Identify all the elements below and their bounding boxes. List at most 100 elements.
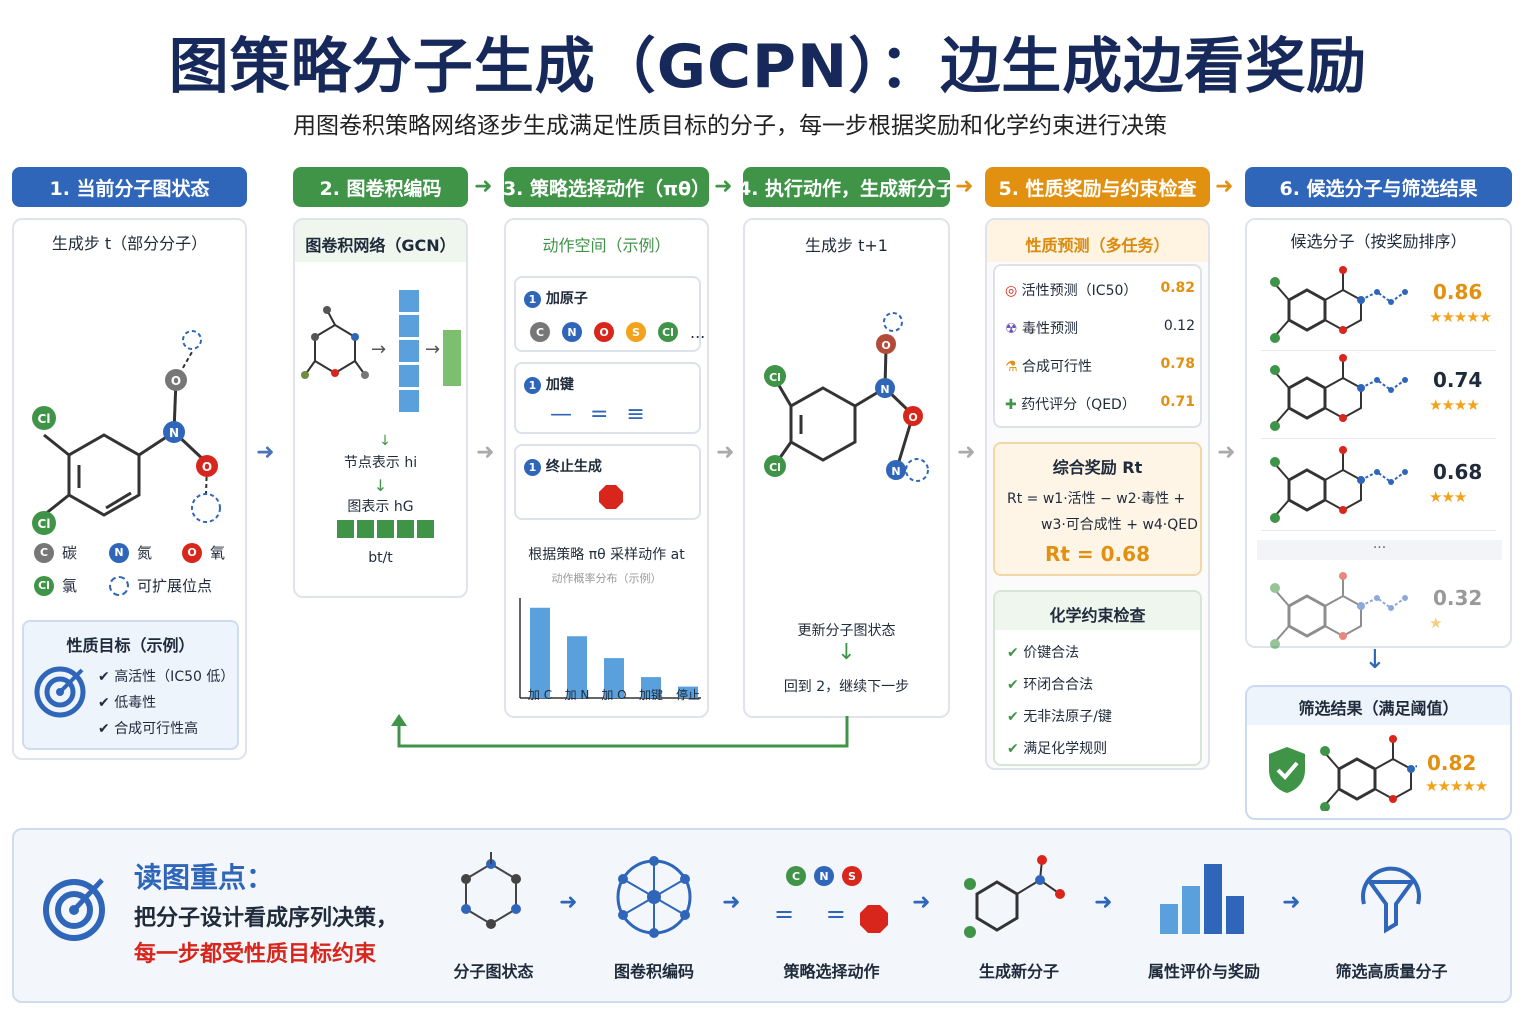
candidate-score: 0.68 [1433, 460, 1483, 484]
goal-box: 性质目标（示例） ✔ 高活性（IC50 低） ✔ 低毒性 ✔ 合成可行性高 [22, 620, 239, 750]
molecule-thumbnail [1320, 735, 1417, 811]
action-caption: 动作空间（示例） [542, 236, 671, 255]
arrow-icon: ➜ [476, 440, 495, 465]
check-icon: ✔ [1007, 741, 1019, 757]
graph-vector [337, 520, 434, 538]
candidates-panel: 候选分子（按奖励排序） 0.86★★★★★0.74★★★★0.68★★★0.32… [1245, 218, 1512, 649]
arrow-down-icon: ↓ [373, 476, 388, 495]
candidate-row: 0.32 ★ [1257, 568, 1502, 652]
bar-label: 加 N [564, 688, 590, 702]
molecule-thumbnail [1270, 266, 1408, 343]
action-probability-chart [519, 598, 701, 699]
arrow-icon: ➜ [955, 174, 974, 199]
molecule-thumbnail [1270, 354, 1408, 431]
step-4-header: 4. 执行动作，生成新分子 [738, 167, 955, 207]
constraint-box: 化学约束检查 ✔ 价键合法 ✔ 环闭合合法 ✔ 无非法原子/键 ✔ 满足化学规则 [993, 590, 1202, 766]
summary-item: 策略选择动作 [783, 962, 880, 981]
arrow-icon: ➜ [1217, 440, 1236, 465]
add-bond-box: 1 加键 —=≡ [514, 362, 701, 434]
arrow-icon: ➜ [1094, 890, 1113, 915]
candidate-score: 0.32 [1433, 586, 1483, 610]
candidate-stars: ★ [1429, 614, 1442, 632]
filter-panel: 筛选结果（满足阈值） 0.82 ★★★★★ [1245, 685, 1512, 820]
update-label: 更新分子图状态 [797, 623, 896, 639]
reward-value: Rt = 0.68 [1045, 542, 1150, 566]
step-1-header: 1. 当前分子图状态 [12, 167, 247, 207]
stop-icon [599, 485, 623, 509]
step-2-header: 2. 图卷积编码 [293, 167, 468, 207]
goal-item: ✔ 合成可行性高 [98, 721, 199, 737]
bond-types-icon: —=≡ [550, 402, 663, 427]
reward-title: 综合奖励 Rt [1052, 458, 1143, 477]
shield-check-icon [1269, 747, 1305, 793]
svg-text:N: N [169, 426, 179, 440]
filter-score: 0.82 [1427, 751, 1477, 775]
candidate-stars: ★★★ [1429, 488, 1467, 506]
arrow-icon: ➜ [957, 440, 976, 465]
molecule-graph-icon [461, 852, 521, 929]
svg-text:O: O [171, 374, 181, 388]
prediction-title: 性质预测（多任务） [1025, 236, 1170, 255]
candidate-stars: ★★★★ [1429, 396, 1480, 414]
step-3-header: 3. 策略选择动作（πθ） [503, 167, 710, 207]
svg-text:O: O [908, 411, 917, 424]
bar-label: 加 O [601, 688, 627, 702]
target-icon [34, 666, 86, 718]
summary-heading: 读图重点： [134, 861, 275, 894]
dist-label: 动作概率分布（示例） [551, 572, 662, 585]
page-subtitle: 用图卷积策略网络逐步生成满足性质目标的分子，每一步根据奖励和化学约束进行决策 [293, 113, 1167, 139]
svg-text:O: O [202, 460, 212, 474]
feedback-loop-arrow [391, 714, 849, 748]
candidate-row: 0.74★★★★ [1257, 350, 1502, 434]
constraint-item: ✔ 价键合法 [1007, 645, 1080, 661]
summary-panel: 读图重点： 把分子设计看成序列决策， 每一步都受性质目标约束 分子图状态 ➜ 图… [12, 828, 1512, 1003]
network-icon [616, 856, 692, 938]
molecule-thumbnail [1270, 572, 1408, 649]
svg-text:Cl: Cl [769, 461, 781, 474]
prediction-row: ◎ 活性预测（IC50）0.82 [1005, 280, 1195, 299]
svg-text:↓: ↓ [379, 433, 391, 449]
gcn-panel: 图卷积网络（GCN） → → ↓ 节点表示 hi ↓ 图表示 hG bt/t [293, 218, 468, 598]
arrow-icon: ➜ [716, 440, 735, 465]
graph-representation: 图表示 hG [347, 499, 414, 515]
filter-stars: ★★★★★ [1425, 777, 1488, 795]
node-representation: 节点表示 hi [343, 455, 418, 471]
target-icon [43, 878, 105, 941]
svg-text:Cl: Cl [38, 517, 51, 531]
constraint-title: 化学约束检查 [1049, 606, 1146, 625]
step-5-header: 5. 性质奖励与约束检查 [985, 167, 1210, 207]
arrow-icon: ➜ [912, 890, 931, 915]
toxicity-icon: ☢ [1005, 321, 1018, 337]
divider [1261, 350, 1496, 351]
arrow-icon: ➜ [474, 174, 493, 199]
divider [1261, 438, 1496, 439]
constraint-item: ✔ 满足化学规则 [1007, 741, 1108, 757]
check-icon: ✔ [1007, 709, 1019, 725]
step-6-header: 6. 候选分子与筛选结果 [1245, 167, 1512, 207]
divider [1261, 530, 1496, 531]
reward-formula: Rt = w1·活性 − w2·毒性 + [1007, 491, 1186, 507]
summary-line2: 每一步都受性质目标约束 [134, 942, 377, 967]
bar-label: 加 C [527, 688, 553, 702]
svg-text:N: N [880, 383, 889, 396]
candidate-stars: ★★★★★ [1429, 308, 1492, 326]
summary-item: 分子图状态 [453, 962, 534, 981]
bar-2 [604, 658, 624, 698]
summary-item: 图卷积编码 [613, 962, 694, 981]
reward-formula: w3·可合成性 + w4·QED [1041, 517, 1198, 533]
target-icon: ◎ [1005, 283, 1018, 299]
prediction-row: ✚ 药代评分（QED）0.71 [1005, 394, 1195, 413]
arrow-icon: ➜ [559, 890, 578, 915]
svg-text:Cl: Cl [38, 412, 51, 426]
goal-item: ✔ 低毒性 [98, 695, 157, 711]
state-caption: 生成步 t（部分分子） [51, 234, 208, 253]
page-title: 图策略分子生成（GCPN）：边生成边看奖励 [168, 32, 1368, 102]
